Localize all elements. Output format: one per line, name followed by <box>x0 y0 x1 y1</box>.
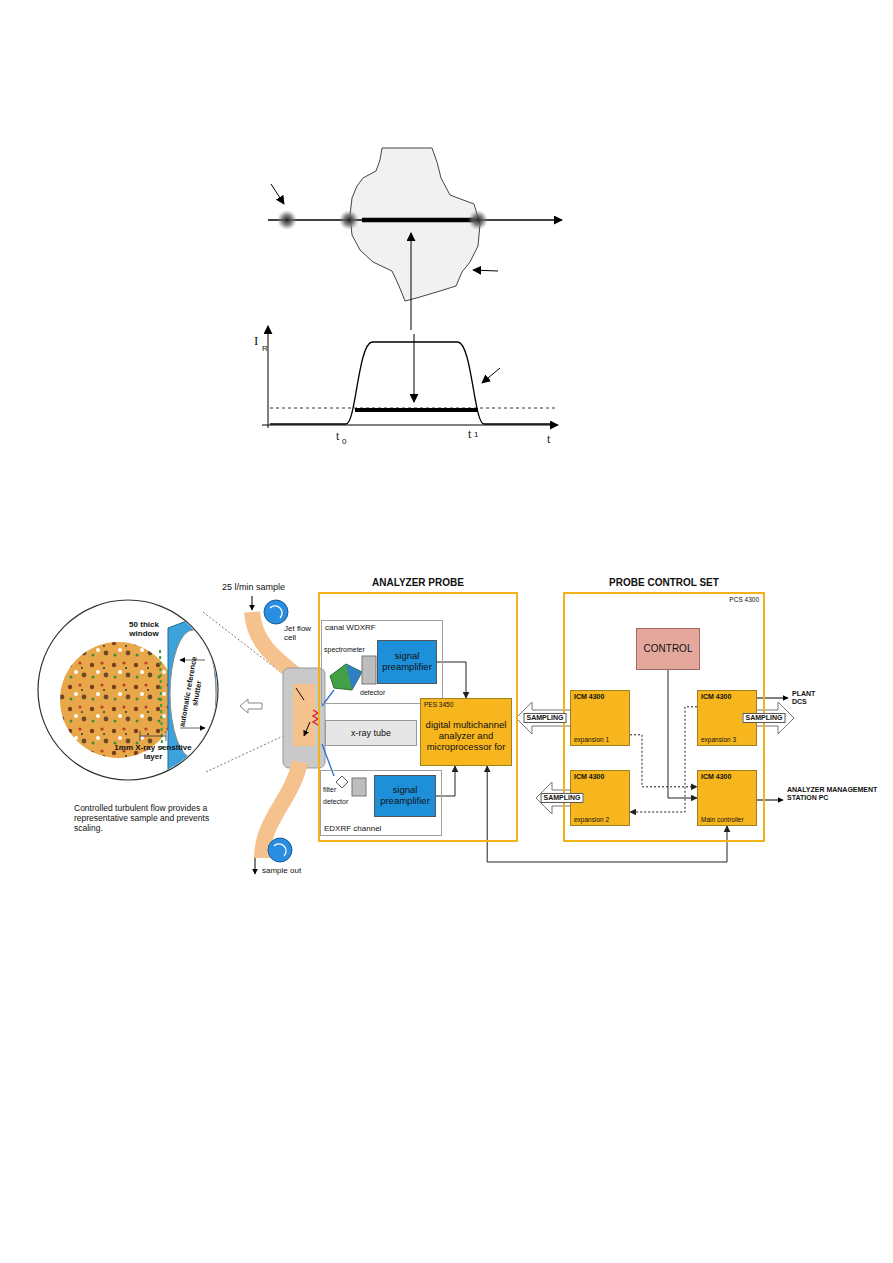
preamp-box: signal preamplifier <box>377 640 437 684</box>
dotted-link <box>630 707 697 812</box>
part-label: automatic reference shutter <box>177 647 210 739</box>
icm-module: ICM 4300 expansion 2 <box>570 770 630 826</box>
module-role: expansion 1 <box>574 736 609 743</box>
control-set-housing: PROBE CONTROL SETPCS 4300CONTROLICM 4300… <box>563 592 765 842</box>
icm-module: ICM 4300 expansion 3 <box>697 690 757 746</box>
panel-heading: ANALYZER PROBE <box>320 577 516 589</box>
part-label: 50 thick window <box>116 620 172 638</box>
module-name: ICM 4300 <box>574 693 604 701</box>
control-box: CONTROL <box>636 628 700 670</box>
time-mark: t <box>468 428 471 442</box>
signal-line <box>668 670 697 798</box>
xray-tube-box: x-ray tube <box>325 720 417 746</box>
module-name: ICM 4300 <box>574 773 604 781</box>
box-label: signal preamplifier <box>378 785 432 807</box>
part-label: detector <box>323 798 348 806</box>
channel-region: EDXRF channel signal preamplifier <box>320 770 442 836</box>
panel-heading: PROBE CONTROL SET <box>565 577 763 589</box>
channel-region: canal WDXRF signal preamplifier <box>321 620 443 704</box>
output-label: PLANT DCS <box>792 690 832 706</box>
part-label: spectrometer <box>324 646 365 654</box>
dotted-link <box>630 735 697 787</box>
part-label: 1mm X-ray sensitive layer <box>110 743 196 761</box>
part-label: Jet flow cell <box>284 624 320 642</box>
flow-note: sample out <box>262 866 301 875</box>
model-number: PES 3450 <box>424 701 453 708</box>
module-name: ICM 4300 <box>701 693 731 701</box>
axis-subscript: R <box>262 344 268 353</box>
note: Controlled turbulent flow provides a rep… <box>74 804 224 833</box>
probe-housing: ANALYZER PROBEcanal WDXRFsignal preampli… <box>318 592 518 842</box>
part-label: filter <box>323 786 336 794</box>
signal-line <box>487 766 727 862</box>
module-role: Main controller <box>701 816 744 823</box>
preamp-box: signal preamplifier <box>374 775 436 817</box>
flow-note: 25 l/min sample <box>222 582 285 592</box>
channel-name: canal WDXRF <box>325 623 376 632</box>
box-label: digital multichannel analyzer and microp… <box>424 720 508 753</box>
analyzer-box: PES 3450 digital multichannel analyzer an… <box>420 698 512 766</box>
time-mark: t <box>336 430 339 444</box>
box-label: CONTROL <box>644 643 693 655</box>
sampling-tag: SAMPLING <box>524 713 567 723</box>
time-subscript: 1 <box>474 430 478 439</box>
axis-label: t <box>547 433 550 447</box>
model-number: PCS 4300 <box>729 596 759 603</box>
axis-label: I <box>254 334 258 349</box>
output-label: ANALYZER MANAGEMENT STATION PC <box>787 786 891 802</box>
signal-line <box>437 662 466 698</box>
module-role: expansion 3 <box>701 736 736 743</box>
part-label: detector <box>360 689 385 697</box>
time-subscript: 0 <box>342 437 346 446</box>
module-name: ICM 4300 <box>701 773 731 781</box>
icm-module: ICM 4300Main controller <box>697 770 757 826</box>
box-label: signal preamplifier <box>381 651 433 673</box>
icm-module: ICM 4300 expansion 1 <box>570 690 630 746</box>
module-role: expansion 2 <box>574 816 609 823</box>
channel-name: EDXRF channel <box>324 824 381 833</box>
box-label: x-ray tube <box>351 728 391 738</box>
